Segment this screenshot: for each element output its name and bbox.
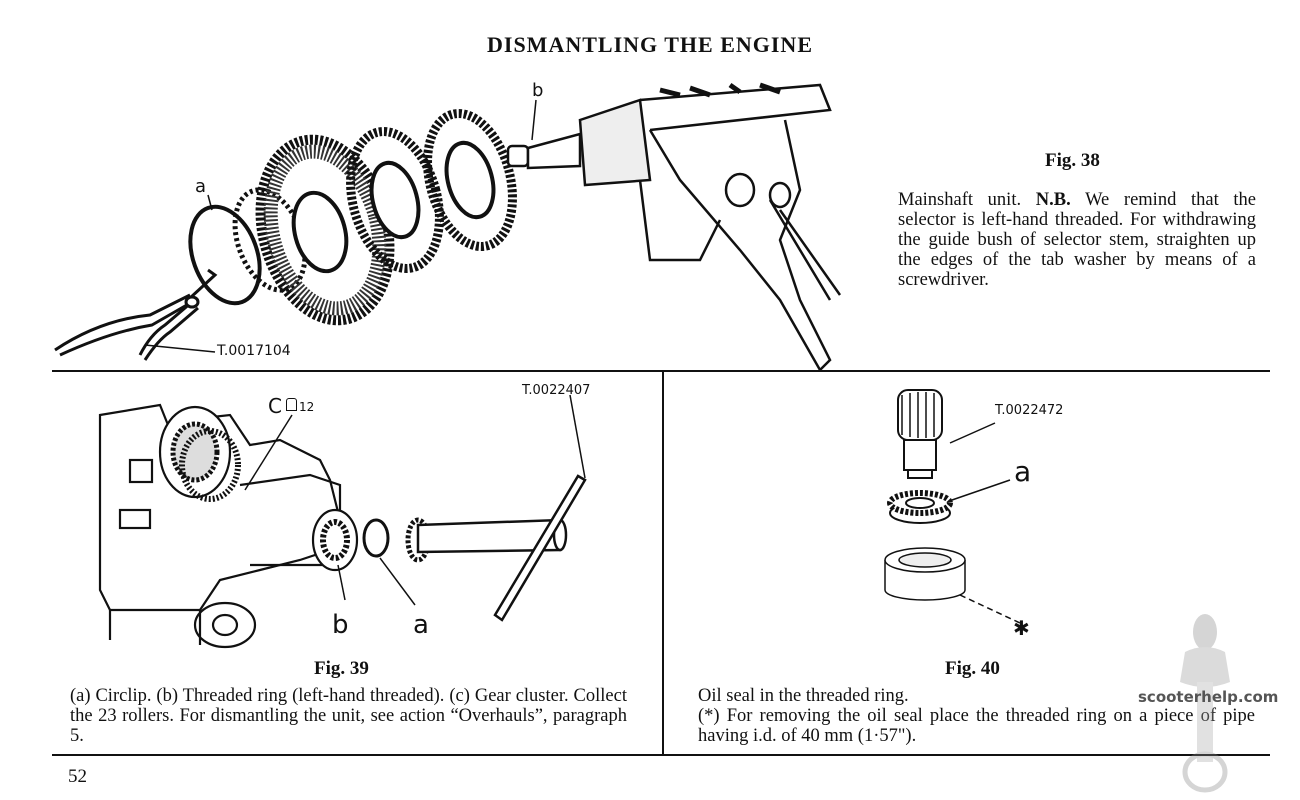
fig39-label-12-icon xyxy=(286,398,297,411)
fig38-text-nb: N.B. xyxy=(1035,190,1071,210)
fig38-label-a: a xyxy=(195,176,207,197)
t-wrench-drawing xyxy=(405,394,587,622)
scooter-logo-icon xyxy=(1180,614,1230,793)
fig40-text-line2: (*) For removing the oil seal place the … xyxy=(698,706,1255,746)
engine-casing-drawing xyxy=(98,403,359,649)
fig38-illustration xyxy=(54,82,842,373)
pipe-drawing xyxy=(884,547,966,601)
oil-seal-drawing xyxy=(887,490,953,524)
gear-1 xyxy=(255,134,395,326)
divider-top xyxy=(52,370,1270,372)
fig38-text-intro: Mainshaft unit. xyxy=(898,190,1022,210)
fig39-label-a: a xyxy=(413,610,429,640)
fig38-text-rest: We remind that the selector is left-hand… xyxy=(898,190,1257,290)
fig40-label-a: a xyxy=(1014,455,1032,488)
page-title: DISMANTLING THE ENGINE xyxy=(487,32,813,57)
fig40-tool-number: T.0022472 xyxy=(995,403,1064,418)
fig40-caption: Fig. 40 xyxy=(945,658,1000,679)
fig39-tool-number: T.0022407 xyxy=(522,383,591,398)
pliers-drawing xyxy=(54,268,218,361)
mainshaft-drawing xyxy=(506,82,842,373)
watermark-text: scooterhelp.com xyxy=(1138,688,1279,706)
fig40-text: Oil seal in the threaded ring. (*) For r… xyxy=(698,686,1255,746)
divider-vertical xyxy=(662,372,664,754)
fig38-caption: Fig. 38 xyxy=(1045,150,1100,171)
fig39-label-b: b xyxy=(332,610,349,640)
circlip-drawing xyxy=(362,518,390,558)
fig38-text: Mainshaft unit. N.B. We remind that the … xyxy=(898,190,1256,290)
fig39-label-12-text: 12 xyxy=(299,400,315,414)
page-number: 52 xyxy=(68,766,87,787)
fig39-label-12: 12 xyxy=(286,398,314,414)
fig39-illustration xyxy=(98,394,587,649)
gear-3 xyxy=(423,109,517,251)
divider-bottom xyxy=(52,754,1270,756)
fig38-tool-number: T.0017104 xyxy=(217,343,291,359)
fig40-illustration xyxy=(884,389,1021,624)
fig39-text: (a) Circlip. (b) Threaded ring (left-han… xyxy=(70,686,627,746)
fig38-label-b: b xyxy=(532,80,544,101)
circlip-ring xyxy=(188,204,262,306)
fig40-text-line1: Oil seal in the threaded ring. xyxy=(698,686,909,706)
drift-tool-drawing xyxy=(897,389,943,479)
fig40-label-star: ✱ xyxy=(1013,616,1030,640)
fig39-label-c: C xyxy=(268,394,282,418)
fig39-caption: Fig. 39 xyxy=(314,658,369,679)
